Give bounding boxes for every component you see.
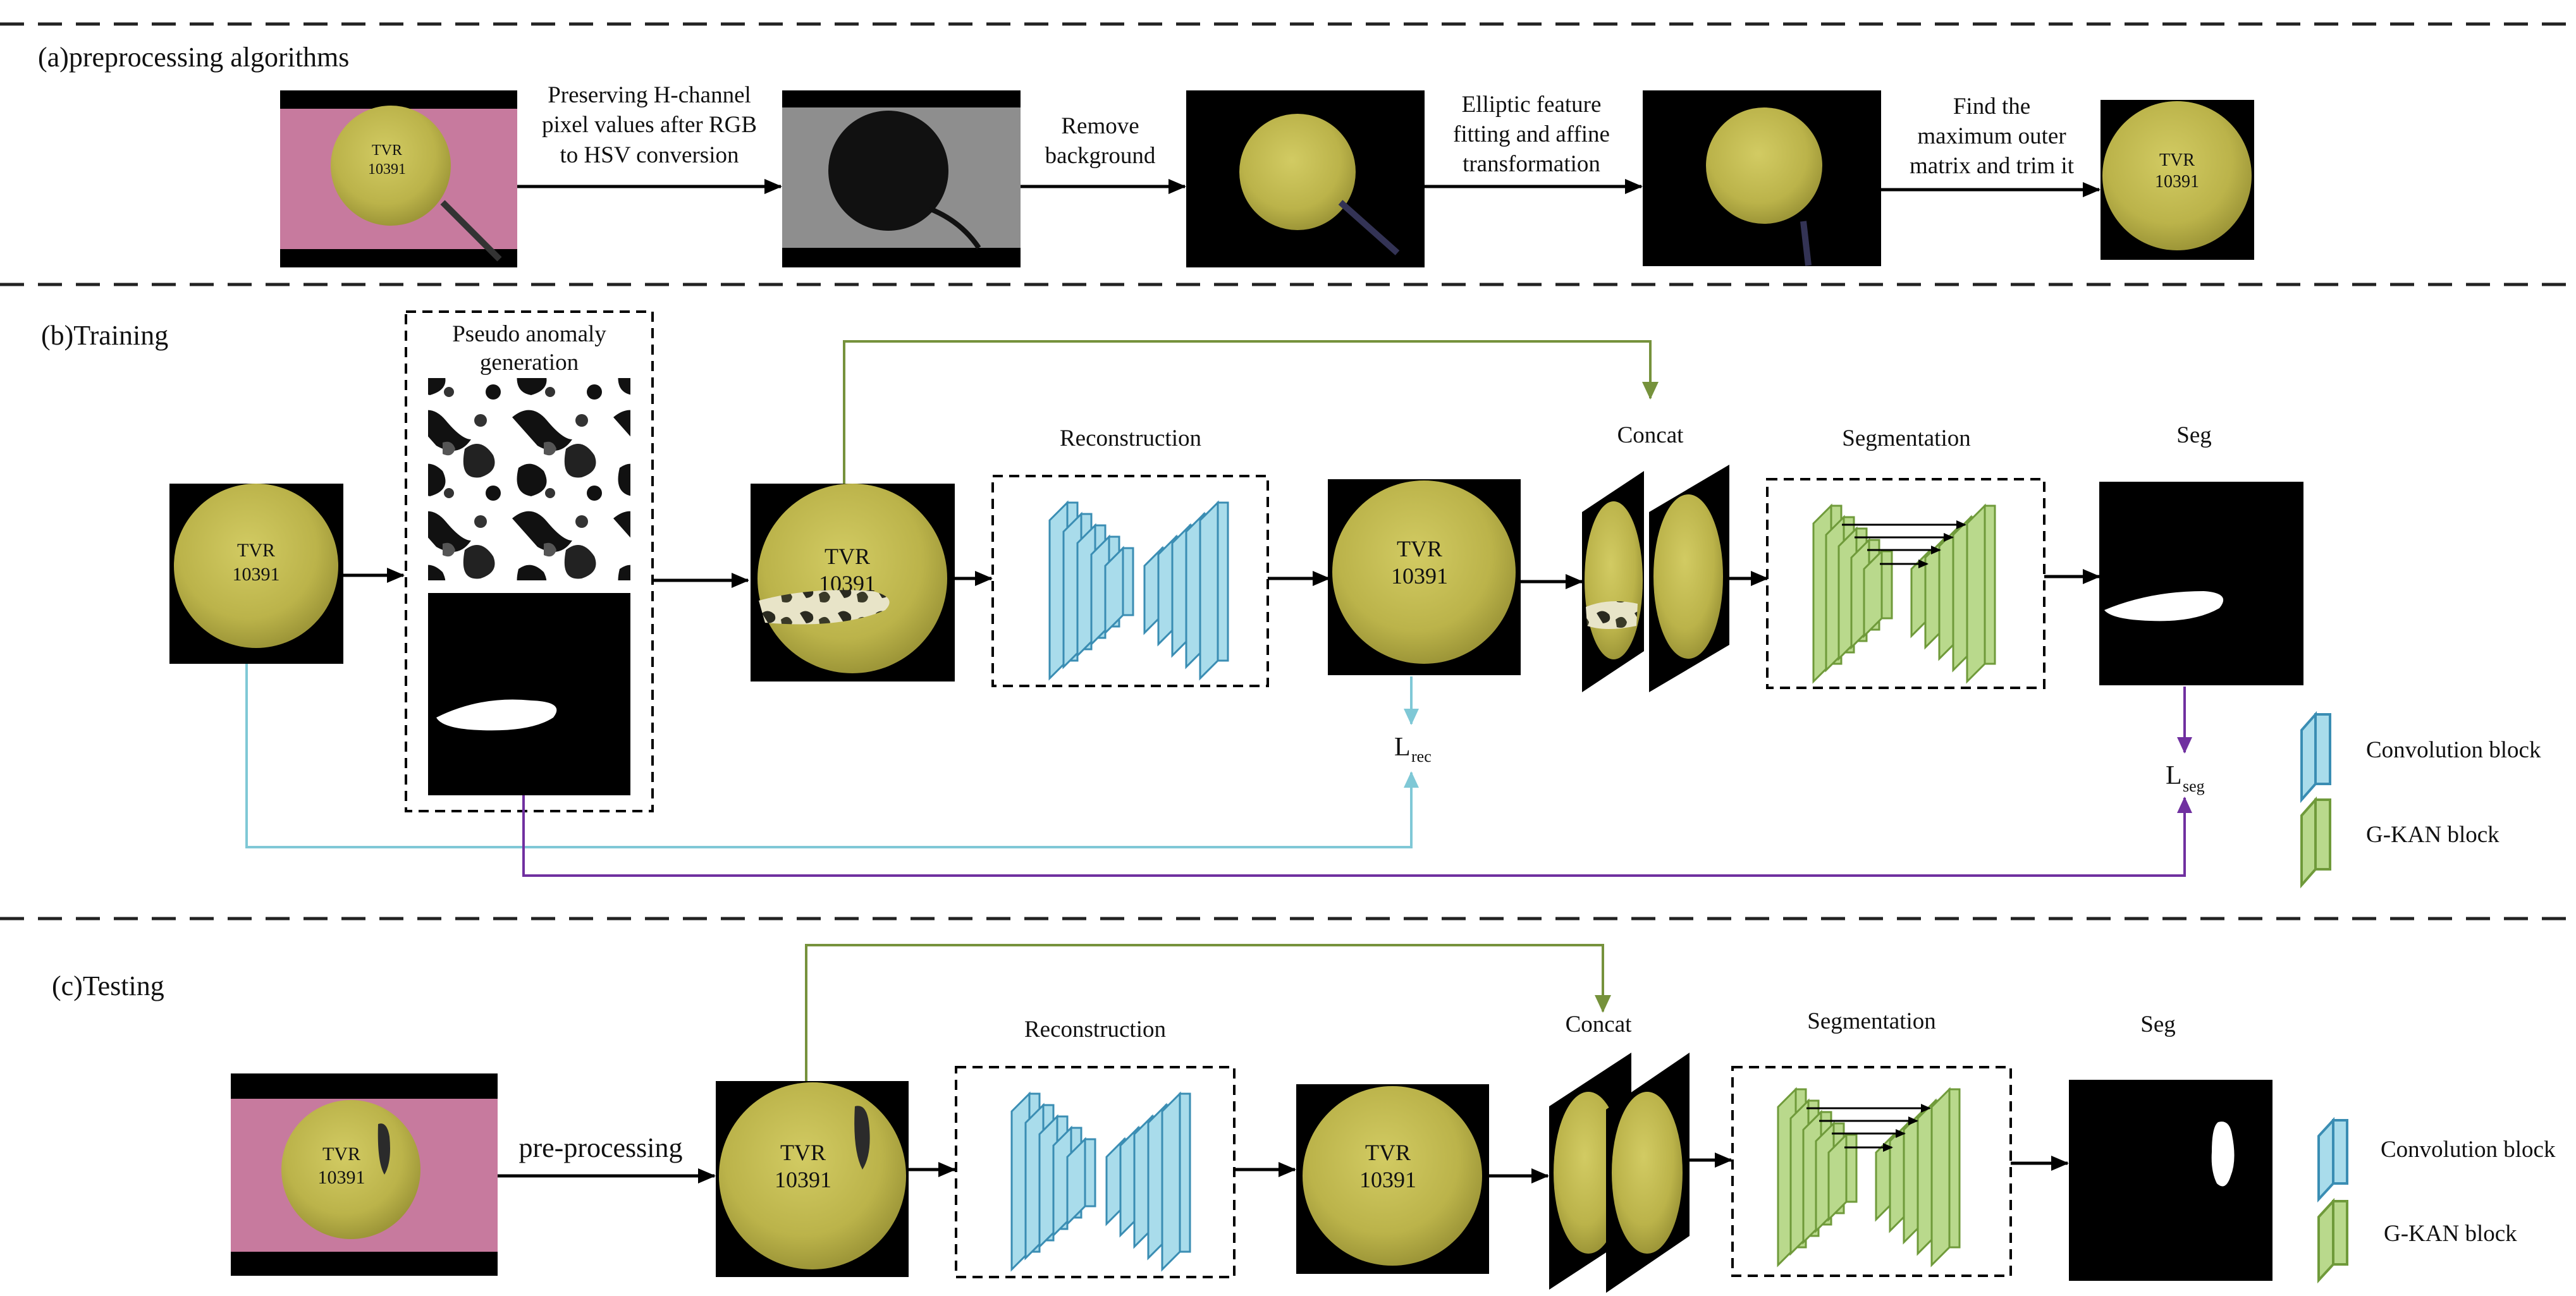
gkan-blocks-b — [1812, 503, 1996, 684]
training-input-image: TVR 10391 — [169, 484, 343, 664]
svg-text:10391: 10391 — [1391, 563, 1448, 589]
legend-b: Convolution block G-KAN block — [2300, 711, 2541, 889]
trimmed-image: TVR 10391 — [2101, 100, 2254, 260]
svg-text:Remove: Remove — [1061, 113, 1139, 139]
input-raw-image: TVR 10391 — [280, 90, 517, 267]
svg-text:10391: 10391 — [233, 564, 280, 585]
svg-text:background: background — [1045, 143, 1156, 169]
svg-text:10391: 10391 — [1359, 1167, 1416, 1192]
chip-text-5b: 10391 — [2155, 172, 2199, 192]
seg-supervision-line — [522, 795, 2192, 877]
segmentation-label-b: Segmentation — [1842, 425, 1970, 451]
svg-text:TVR: TVR — [1365, 1140, 1411, 1165]
test-preprocessed-image: TVR 10391 — [716, 1081, 909, 1277]
svg-text:TVR: TVR — [237, 540, 275, 561]
ellipse-fitted-image — [1643, 90, 1881, 266]
svg-text:to HSV conversion: to HSV conversion — [560, 142, 739, 168]
legend-gkan-label-c: G-KAN block — [2384, 1221, 2517, 1247]
legend-conv-label-b: Convolution block — [2366, 737, 2541, 763]
seg-output-c — [2069, 1080, 2272, 1281]
svg-text:L: L — [2166, 761, 2182, 790]
reconstructed-image-c: TVR 10391 — [1296, 1084, 1489, 1274]
svg-text:TVR: TVR — [1397, 536, 1442, 561]
svg-text:Pseudo anomaly: Pseudo anomaly — [452, 321, 606, 347]
svg-text:maximum outer: maximum outer — [1917, 123, 2066, 149]
loss-seg: L seg — [2166, 761, 2205, 795]
conv-block — [1104, 546, 1134, 635]
legend-conv-icon-b — [2300, 711, 2331, 804]
reconstructed-image-b: TVR 10391 — [1328, 479, 1521, 675]
svg-text:transformation: transformation — [1463, 151, 1600, 177]
h-channel-image — [782, 90, 1021, 267]
gkan-blocks-c — [1777, 1087, 1961, 1268]
reconstruction-box-b — [991, 475, 1269, 687]
concat-label-c: Concat — [1566, 1012, 1633, 1037]
segmentation-box-b — [1766, 478, 2045, 689]
preprocessing-label: pre-processing — [518, 1132, 682, 1163]
svg-text:L: L — [1394, 733, 1411, 762]
section-c-title: (c)Testing — [52, 970, 164, 1001]
chip-text-1: TVR — [372, 142, 402, 159]
recon-label-b: Reconstruction — [1060, 425, 1201, 451]
legend-gkan-label-b: G-KAN block — [2366, 822, 2499, 848]
legend-gkan-icon-c — [2317, 1197, 2348, 1284]
legend-conv-icon-c — [2317, 1116, 2348, 1203]
concat-label-b: Concat — [1617, 422, 1684, 448]
reconstruction-box-c — [955, 1066, 1236, 1278]
chip-text-5a: TVR — [2159, 150, 2195, 170]
svg-text:generation: generation — [480, 350, 579, 376]
svg-text:pixel values after RGB: pixel values after RGB — [542, 112, 757, 138]
concat-images-c — [1549, 1053, 1690, 1293]
skip-arrow-c — [805, 944, 1611, 1081]
recon-label-c: Reconstruction — [1024, 1017, 1166, 1042]
svg-text:seg: seg — [2183, 777, 2205, 795]
section-b-title: (b)Training — [41, 320, 168, 351]
legend-c: Convolution block G-KAN block — [2317, 1116, 2556, 1284]
conv-blocks-c — [1010, 1091, 1191, 1272]
anomaly-mask — [428, 593, 630, 795]
background-removed-image — [1186, 90, 1425, 267]
gkan-block — [1966, 503, 1996, 684]
section-a-title: (a)preprocessing algorithms — [38, 42, 349, 73]
svg-text:10391: 10391 — [318, 1167, 365, 1188]
noise-texture — [428, 378, 630, 580]
seg-output-b — [2099, 482, 2303, 685]
svg-text:TVR: TVR — [322, 1144, 360, 1165]
segmentation-label-c: Segmentation — [1807, 1008, 1935, 1034]
gkan-block — [1930, 1087, 1961, 1268]
augmented-image: TVR 10391 — [751, 484, 955, 682]
step3-label: Elliptic feature fitting and affine tran… — [1453, 92, 1610, 177]
loss-rec: L rec — [1394, 733, 1432, 766]
svg-text:Elliptic feature: Elliptic feature — [1462, 92, 1602, 118]
svg-text:rec: rec — [1411, 747, 1432, 766]
pseudo-anomaly-box: Pseudo anomaly generation — [405, 310, 654, 812]
seg-label-b: Seg — [2176, 422, 2212, 448]
seg-label-c: Seg — [2140, 1012, 2176, 1037]
svg-text:Preserving H-channel: Preserving H-channel — [548, 82, 751, 108]
svg-text:TVR: TVR — [780, 1140, 826, 1165]
legend-conv-label-c: Convolution block — [2381, 1137, 2556, 1163]
rec-supervision-line — [245, 664, 1419, 848]
step4-label: Find the maximum outer matrix and trim i… — [1910, 94, 2075, 179]
legend-gkan-icon-b — [2300, 796, 2331, 889]
conv-block — [1161, 1091, 1191, 1272]
conv-blocks-b — [1048, 500, 1229, 681]
svg-text:matrix and trim it: matrix and trim it — [1910, 153, 2075, 179]
conv-block — [1199, 500, 1229, 681]
step2-label: Remove background — [1045, 113, 1156, 169]
conv-block — [1066, 1137, 1096, 1226]
svg-text:10391: 10391 — [775, 1167, 831, 1192]
gkan-block — [1863, 549, 1893, 639]
concat-images-b — [1582, 465, 1729, 692]
test-input-image: TVR 10391 — [231, 1073, 498, 1276]
gkan-block — [1827, 1132, 1858, 1222]
svg-text:Find the: Find the — [1953, 94, 2030, 119]
svg-text:TVR: TVR — [825, 544, 870, 569]
step1-label: Preserving H-channel pixel values after … — [542, 82, 757, 168]
chip-text-2: 10391 — [368, 161, 406, 178]
svg-text:fitting and affine: fitting and affine — [1453, 121, 1610, 147]
skip-arrow-b — [843, 340, 1659, 484]
segmentation-box-c — [1731, 1066, 2012, 1277]
